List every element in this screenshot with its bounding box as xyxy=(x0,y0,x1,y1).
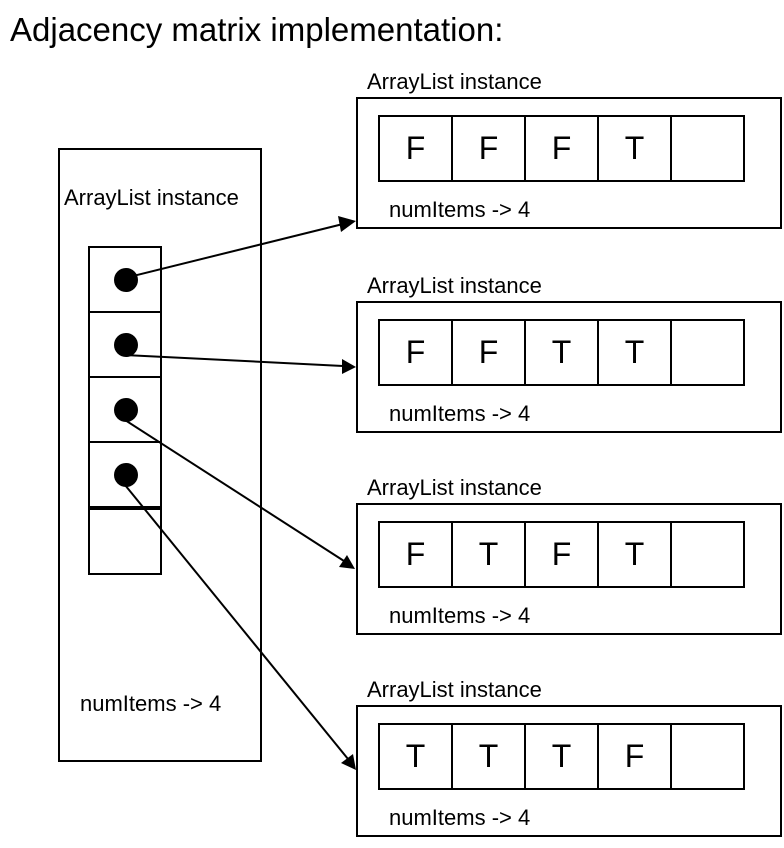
outer-slot-4-empty xyxy=(88,508,162,575)
matrix-cell: F xyxy=(378,115,453,182)
matrix-cell: F xyxy=(451,319,526,386)
instance-label: ArrayList instance xyxy=(367,475,542,500)
diagram-title: Adjacency matrix implementation: xyxy=(10,11,504,48)
instance-box: F F T T numItems -> 4 xyxy=(356,301,782,433)
instance-box: T T T F numItems -> 4 xyxy=(356,705,782,837)
matrix-cell: T xyxy=(597,115,672,182)
instance-cells: F F F T xyxy=(378,115,745,182)
instance-cells: T T T F xyxy=(378,723,745,790)
matrix-cell: T xyxy=(597,319,672,386)
instance-num-items: numItems -> 4 xyxy=(389,197,531,222)
instance-box: F T F T numItems -> 4 xyxy=(356,503,782,635)
instance-label: ArrayList instance xyxy=(367,273,542,298)
instance-cells: F F T T xyxy=(378,319,745,386)
instance-num-items: numItems -> 4 xyxy=(389,401,531,426)
reference-dot xyxy=(114,333,138,357)
matrix-cell: F xyxy=(524,521,599,588)
matrix-cell: T xyxy=(378,723,453,790)
matrix-cell: T xyxy=(451,723,526,790)
reference-dot xyxy=(114,268,138,292)
arrowhead xyxy=(338,216,356,232)
instance-label: ArrayList instance xyxy=(367,69,542,94)
matrix-cell: F xyxy=(378,521,453,588)
reference-dot xyxy=(114,463,138,487)
matrix-cell: T xyxy=(451,521,526,588)
matrix-cell-empty xyxy=(670,723,745,790)
reference-dot xyxy=(114,398,138,422)
matrix-cell: F xyxy=(524,115,599,182)
outer-slot-3 xyxy=(88,441,162,508)
matrix-cell: T xyxy=(524,723,599,790)
matrix-cell: F xyxy=(451,115,526,182)
matrix-cell: T xyxy=(597,521,672,588)
outer-arraylist-label: ArrayList instance xyxy=(64,185,239,210)
arrowhead xyxy=(342,359,356,374)
matrix-cell-empty xyxy=(670,115,745,182)
instance-num-items: numItems -> 4 xyxy=(389,603,531,628)
instance-num-items: numItems -> 4 xyxy=(389,805,531,830)
arrowhead xyxy=(341,754,356,770)
outer-num-items: numItems -> 4 xyxy=(80,691,222,716)
outer-slot-0 xyxy=(88,246,162,313)
matrix-cell-empty xyxy=(670,319,745,386)
instance-cells: F T F T xyxy=(378,521,745,588)
matrix-cell: F xyxy=(597,723,672,790)
matrix-cell: T xyxy=(524,319,599,386)
arrowhead xyxy=(339,555,355,569)
matrix-cell: F xyxy=(378,319,453,386)
matrix-cell-empty xyxy=(670,521,745,588)
outer-slot-2 xyxy=(88,376,162,443)
instance-label: ArrayList instance xyxy=(367,677,542,702)
outer-slot-1 xyxy=(88,311,162,378)
instance-box: F F F T numItems -> 4 xyxy=(356,97,782,229)
